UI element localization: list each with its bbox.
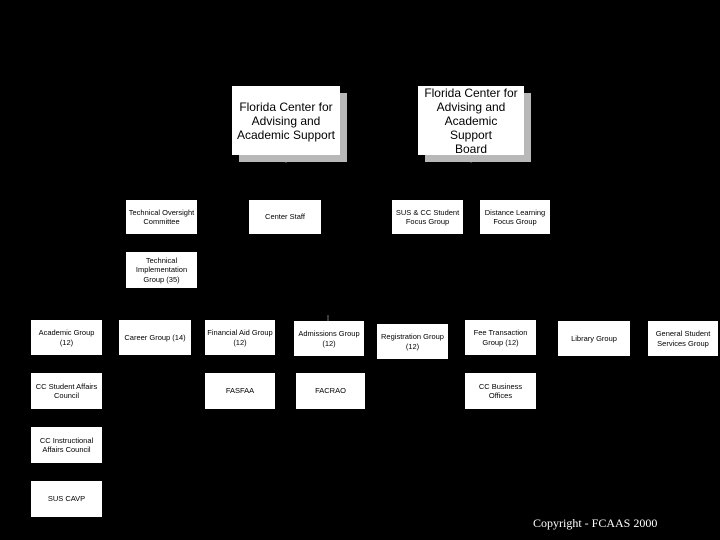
library-group-box: Library Group [558, 321, 630, 356]
center-staff-box: Center Staff [249, 200, 321, 234]
general-student-services-group-box: General Student Services Group [648, 321, 718, 356]
cc-instructional-affairs-council-label: CC Instructional Affairs Council [39, 435, 94, 455]
fcaas-center-label: Florida Center for Advising and Academic… [236, 99, 336, 142]
financial-aid-group-box: Financial Aid Group (12) [205, 320, 275, 355]
registration-group-label: Registration Group (12) [381, 332, 444, 351]
technical-implementation-group-label: Technical Implementation Group (35) [135, 255, 188, 284]
cc-business-offices-label: CC Business Offices [478, 381, 523, 401]
career-group-label: Career Group (14) [124, 332, 186, 342]
fee-transaction-group-label: Fee Transaction Group (12) [473, 328, 528, 347]
admissions-group-box: Admissions Group (12) [294, 321, 364, 356]
library-group-label: Library Group [571, 333, 617, 343]
fasfaa-label: FASFAA [225, 386, 255, 396]
fasfaa-box: FASFAA [205, 373, 275, 409]
copyright-text: Copyright - FCAAS 2000 [533, 516, 658, 530]
fee-transaction-group-box: Fee Transaction Group (12) [465, 320, 536, 355]
sus-cc-student-focus-group-box: SUS & CC Student Focus Group [392, 200, 463, 234]
fcaas-center-box: Florida Center for Advising and Academic… [232, 86, 340, 155]
academic-group-label: Academic Group (12) [38, 328, 95, 347]
cc-instructional-affairs-council-box: CC Instructional Affairs Council [31, 427, 102, 463]
sus-cavp-label: SUS CAVP [47, 494, 86, 504]
facrao-box: FACRAO [296, 373, 365, 409]
technical-oversight-committee-label: Technical Oversight Committee [128, 207, 195, 227]
academic-group-box: Academic Group (12) [31, 320, 102, 355]
technical-oversight-committee-box: Technical Oversight Committee [126, 200, 197, 234]
cc-student-affairs-council-label: CC Student Affairs Council [35, 381, 98, 401]
sus-cavp-box: SUS CAVP [31, 481, 102, 517]
financial-aid-group-label: Financial Aid Group (12) [207, 328, 273, 347]
career-group-box: Career Group (14) [119, 320, 191, 355]
registration-group-box: Registration Group (12) [377, 324, 448, 359]
cc-business-offices-box: CC Business Offices [465, 373, 536, 409]
sus-cc-student-focus-group-label: SUS & CC Student Focus Group [395, 207, 460, 227]
admissions-group-label: Admissions Group (12) [298, 329, 360, 348]
facrao-label: FACRAO [315, 386, 346, 396]
fcaas-board-label: Florida Center for Advising and Academic… [424, 85, 518, 156]
general-student-services-group-label: General Student Services Group [655, 329, 711, 348]
distance-learning-focus-group-label: Distance Learning Focus Group [484, 207, 546, 227]
technical-implementation-group-box: Technical Implementation Group (35) [126, 252, 197, 288]
center-staff-label: Center Staff [265, 212, 305, 222]
fcaas-board-box: Florida Center for Advising and Academic… [418, 85, 524, 156]
cc-student-affairs-council-box: CC Student Affairs Council [31, 373, 102, 409]
distance-learning-focus-group-box: Distance Learning Focus Group [480, 200, 550, 234]
